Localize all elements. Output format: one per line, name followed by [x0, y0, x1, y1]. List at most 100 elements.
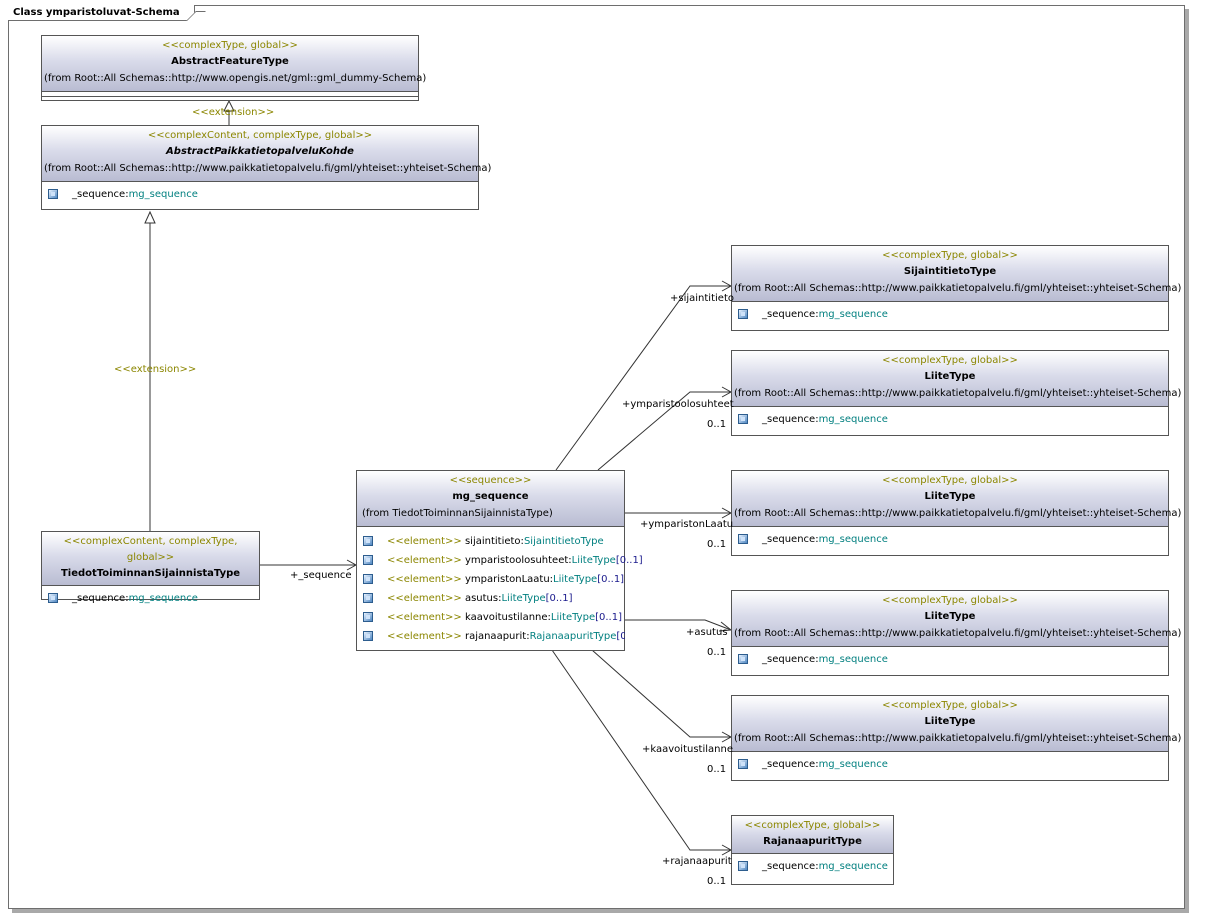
- assoc-kaavoitustilanne: [591, 649, 731, 738]
- extension-label-top: <<extension>>: [192, 107, 275, 118]
- role-label-sequence: +_sequence: [290, 570, 352, 581]
- class-attributes: _sequence:mg_sequence: [732, 647, 1168, 669]
- element-row[interactable]: <<element>> rajanaapurit:RajanaapuritTyp…: [357, 627, 625, 646]
- class-liite-type-1[interactable]: <<complexType, global>> LiiteType (from …: [731, 350, 1182, 436]
- attribute-row[interactable]: _sequence:mg_sequence: [42, 589, 259, 608]
- class-tiedot-toiminnan-sijainnista-type[interactable]: <<complexContent, complexType, global>> …: [41, 531, 260, 604]
- class-header: <<complexType, global>> RajanaapuritType: [732, 816, 893, 854]
- extension-label-mid: <<extension>>: [114, 364, 197, 375]
- attribute-icon: [738, 309, 748, 319]
- attribute-row[interactable]: _sequence:mg_sequence: [732, 530, 1168, 549]
- class-origin: (from Root::All Schemas::http://www.paik…: [44, 163, 492, 174]
- extension-arrowhead-mid: [144, 210, 156, 224]
- class-origin: (from TiedotToiminnanSijainnistaType): [362, 508, 553, 519]
- class-abstract-paikkatietopalvelu-kohde[interactable]: <<complexContent, complexType, global>> …: [41, 125, 492, 210]
- class-origin: (from Root::All Schemas::http://www.paik…: [734, 388, 1182, 399]
- class-name: mg_sequence: [452, 491, 529, 502]
- class-header: <<complexType, global>> LiiteType (from …: [732, 591, 1182, 647]
- class-header: <<complexType, global>> SijaintitietoTyp…: [732, 246, 1182, 302]
- stereotype: <<complexType, global>>: [882, 355, 1018, 366]
- stereotype: <<complexType, global>>: [162, 40, 298, 51]
- stereotype: <<complexType, global>>: [744, 820, 881, 831]
- class-attributes: _sequence:mg_sequence: [732, 752, 1168, 774]
- element-row[interactable]: <<element>> ymparistonLaatu:LiiteType[0.…: [357, 570, 624, 589]
- class-origin: (from Root::All Schemas::http://www.paik…: [734, 733, 1182, 744]
- element-icon: [363, 574, 373, 584]
- class-name: TiedotToiminnanSijainnistaType: [60, 568, 241, 579]
- class-origin: (from Root::All Schemas::http://www.paik…: [734, 283, 1182, 294]
- assoc-asutus: [625, 619, 732, 631]
- attribute-icon: [48, 593, 58, 603]
- stereotype: <<complexType, global>>: [882, 700, 1018, 711]
- attribute-icon: [738, 534, 748, 544]
- class-name: LiiteType: [924, 611, 976, 622]
- role-label-ymparistonLaatu: +ymparistonLaatu: [640, 519, 734, 530]
- stereotype: <<complexType, global>>: [882, 250, 1018, 261]
- stereotype: <<complexContent, complexType, global>>: [63, 536, 238, 563]
- class-header: <<complexType, global>> LiiteType (from …: [732, 471, 1182, 527]
- class-attributes: _sequence:mg_sequence: [732, 854, 893, 876]
- class-name: AbstractPaikkatietopalveluKohde: [166, 146, 354, 157]
- class-name: LiiteType: [924, 716, 976, 727]
- assoc-rajanaapurit: [551, 649, 731, 851]
- extension-arrowhead-top: [223, 99, 235, 112]
- attribute-icon: [738, 414, 748, 424]
- assoc-ymparistoolosuhteet: [597, 391, 731, 471]
- class-abstract-feature-type[interactable]: <<complexType, global>> AbstractFeatureT…: [41, 35, 426, 101]
- attribute-icon: [738, 759, 748, 769]
- attribute-row[interactable]: _sequence:mg_sequence: [732, 650, 1168, 669]
- class-liite-type-2[interactable]: <<complexType, global>> LiiteType (from …: [731, 470, 1182, 556]
- class-attributes: _sequence:mg_sequence: [42, 586, 259, 608]
- element-row[interactable]: <<element>> sijaintitieto:SijaintitietoT…: [357, 532, 624, 551]
- class-attributes: _sequence:mg_sequence: [732, 302, 1168, 324]
- class-sijaintitieto-type[interactable]: <<complexType, global>> SijaintitietoTyp…: [731, 245, 1182, 331]
- element-icon: [363, 593, 373, 603]
- attribute-row[interactable]: _sequence:mg_sequence: [732, 755, 1168, 774]
- class-origin: (from Root::All Schemas::http://www.paik…: [734, 508, 1182, 519]
- element-row[interactable]: <<element>> ymparistoolosuhteet:LiiteTyp…: [357, 551, 643, 570]
- element-icon: [363, 612, 373, 622]
- class-name: LiiteType: [924, 491, 976, 502]
- class-origin: (from Root::All Schemas::http://www.paik…: [734, 628, 1182, 639]
- class-header: <<complexContent, complexType, global>> …: [42, 126, 492, 182]
- class-header: <<complexType, global>> LiiteType (from …: [732, 351, 1182, 407]
- element-icon: [363, 555, 373, 565]
- divider: [42, 96, 418, 97]
- class-elements: <<element>> sijaintitieto:SijaintitietoT…: [357, 527, 643, 646]
- stereotype: <<complexType, global>>: [882, 475, 1018, 486]
- class-rajanaapurit-type[interactable]: <<complexType, global>> RajanaapuritType…: [731, 815, 894, 885]
- multiplicity-asutus: 0..1: [707, 647, 727, 658]
- stereotype: <<complexType, global>>: [882, 595, 1018, 606]
- class-header: <<complexType, global>> LiiteType (from …: [732, 696, 1182, 752]
- attribute-row[interactable]: _sequence:mg_sequence: [732, 410, 1168, 429]
- element-row[interactable]: <<element>> kaavoitustilanne:LiiteType[0…: [357, 608, 624, 627]
- role-label-asutus: +asutus: [686, 627, 728, 638]
- class-liite-type-4[interactable]: <<complexType, global>> LiiteType (from …: [731, 695, 1182, 781]
- class-header: <<complexType, global>> AbstractFeatureT…: [42, 36, 426, 92]
- class-mg-sequence[interactable]: <<sequence>> mg_sequence (from TiedotToi…: [356, 470, 643, 651]
- element-row[interactable]: <<element>> asutus:LiiteType[0..1]: [357, 589, 624, 608]
- attribute-icon: [48, 189, 58, 199]
- class-liite-type-3[interactable]: <<complexType, global>> LiiteType (from …: [731, 590, 1182, 676]
- multiplicity-ymparistonLaatu: 0..1: [707, 539, 727, 550]
- stereotype: <<complexContent, complexType, global>>: [147, 130, 373, 141]
- class-header: <<complexContent, complexType, global>> …: [42, 532, 259, 586]
- class-name: AbstractFeatureType: [171, 56, 289, 67]
- attribute-row[interactable]: _sequence:mg_sequence: [732, 305, 1168, 324]
- class-header: <<sequence>> mg_sequence (from TiedotToi…: [357, 471, 624, 527]
- attribute-icon: [738, 861, 748, 871]
- role-label-kaavoitustilanne: +kaavoitustilanne: [642, 744, 733, 755]
- diagram-title: Class ymparistoluvat-Schema: [8, 5, 195, 21]
- role-label-ymparistoolosuhteet: +ymparistoolosuhteet: [622, 399, 734, 410]
- attribute-row[interactable]: _sequence:mg_sequence: [732, 857, 893, 876]
- assoc-sijaintitieto: [555, 285, 731, 471]
- element-icon: [363, 536, 373, 546]
- role-label-sijaintitieto: +sijaintitieto: [670, 293, 734, 304]
- element-icon: [363, 631, 373, 641]
- class-attributes: _sequence:mg_sequence: [732, 527, 1168, 549]
- attribute-icon: [738, 654, 748, 664]
- class-name: LiiteType: [924, 371, 976, 382]
- attribute-row[interactable]: _sequence:mg_sequence: [42, 185, 478, 204]
- multiplicity-kaavoitustilanne: 0..1: [707, 764, 727, 775]
